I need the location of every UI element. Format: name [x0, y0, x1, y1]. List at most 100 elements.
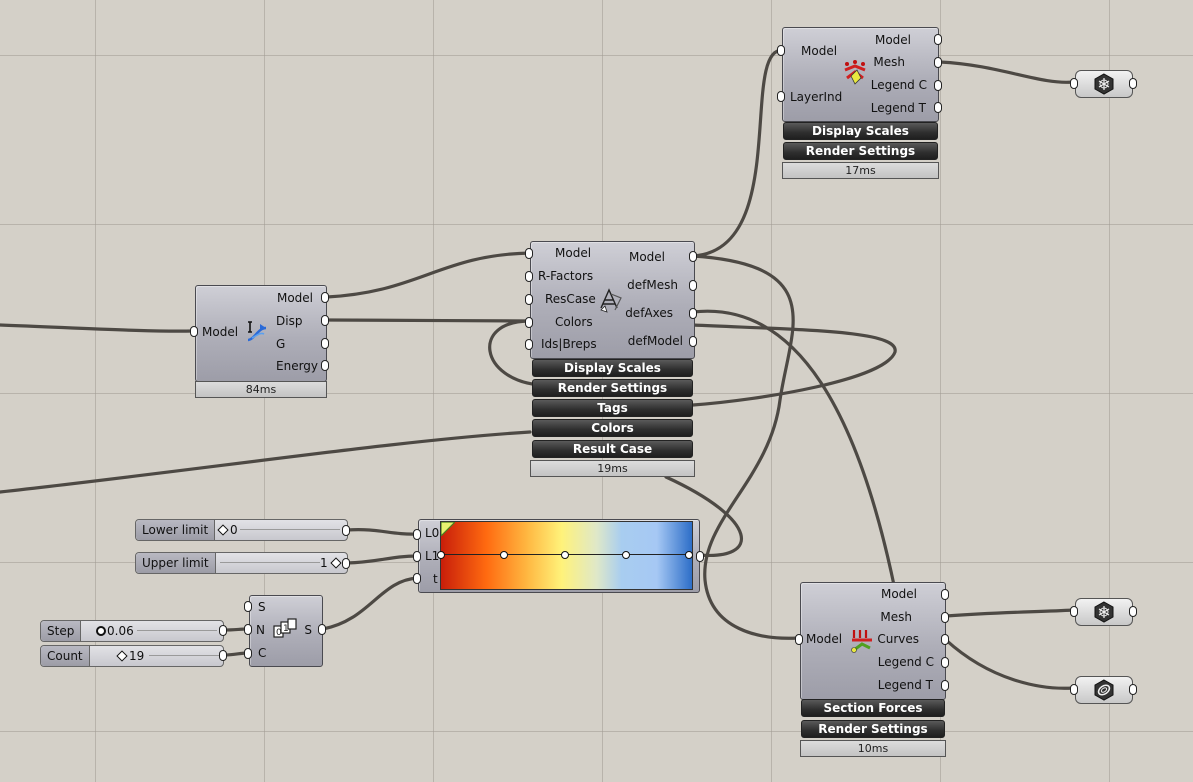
- wire[interactable]: [345, 528, 420, 536]
- preview-input-grip[interactable]: [1070, 606, 1078, 617]
- preview-output-grip[interactable]: [1129, 684, 1137, 695]
- lower-limit-output-grip[interactable]: [342, 525, 350, 536]
- gradient-input-grip[interactable]: [413, 551, 421, 562]
- beam-view-output-grip[interactable]: [941, 589, 949, 600]
- analysis-output-grip[interactable]: [321, 292, 329, 303]
- wire[interactable]: [944, 638, 1075, 690]
- lower-limit-slider[interactable]: Lower limit 0: [135, 519, 348, 541]
- gradient-control-point[interactable]: [622, 551, 630, 559]
- model-view-result-case-button[interactable]: Result Case: [532, 440, 693, 458]
- wire[interactable]: [0, 430, 532, 494]
- preview-output-grip[interactable]: [1129, 606, 1137, 617]
- beam-view-output-mesh: Mesh: [880, 610, 912, 624]
- upper-limit-slider[interactable]: Upper limit 1: [135, 552, 348, 574]
- series-input-c: C: [258, 646, 267, 660]
- beam-mesh-preview[interactable]: [1075, 598, 1133, 626]
- model-view-input-grip[interactable]: [525, 339, 533, 350]
- gradient-control-point[interactable]: [561, 551, 569, 559]
- beam-view-output-grip[interactable]: [941, 657, 949, 668]
- analysis-output-grip[interactable]: [321, 360, 329, 371]
- model-view-input-grip[interactable]: [525, 294, 533, 305]
- wire[interactable]: [691, 323, 897, 407]
- wire[interactable]: [325, 318, 532, 323]
- model-view-input-grip[interactable]: [525, 317, 533, 328]
- step-slider[interactable]: Step 0.06: [40, 620, 224, 642]
- slider-knob[interactable]: [116, 650, 128, 662]
- wire[interactable]: [345, 554, 420, 565]
- slider-knob[interactable]: [96, 626, 106, 636]
- shell-view-component[interactable]: Model LayerInd Model Mesh Legend C Legen…: [782, 27, 939, 122]
- step-output-grip[interactable]: [219, 625, 227, 636]
- gradient-control-point[interactable]: [500, 551, 508, 559]
- analysis-output-grip[interactable]: [321, 338, 329, 349]
- model-view-colors-button[interactable]: Colors: [532, 419, 693, 437]
- model-view-display-scales-button[interactable]: Display Scales: [532, 359, 693, 377]
- slider-track[interactable]: [220, 562, 320, 563]
- wire[interactable]: [944, 608, 1075, 618]
- model-view-input-grip[interactable]: [525, 271, 533, 282]
- shell-mesh-preview[interactable]: [1075, 70, 1133, 98]
- beam-view-render-settings-button[interactable]: Render Settings: [801, 720, 945, 738]
- series-input-grip[interactable]: [244, 601, 252, 612]
- model-view-component[interactable]: Model R-Factors ResCase Colors Ids|Breps…: [530, 241, 695, 359]
- preview-output-grip[interactable]: [1129, 78, 1137, 89]
- series-input-grip[interactable]: [244, 648, 252, 659]
- wire[interactable]: [691, 254, 800, 640]
- shell-view-output-grip[interactable]: [934, 80, 942, 91]
- gradient-control-point[interactable]: [685, 551, 693, 559]
- slider-knob[interactable]: [217, 524, 229, 536]
- model-view-output-grip[interactable]: [689, 308, 697, 319]
- shell-view-output-grip[interactable]: [934, 34, 942, 45]
- wire[interactable]: [0, 323, 195, 333]
- gradient-input-grip[interactable]: [413, 573, 421, 584]
- model-view-render-settings-button[interactable]: Render Settings: [532, 379, 693, 397]
- beam-view-input-model: Model: [806, 632, 843, 646]
- shell-view-timing: 17ms: [782, 162, 939, 179]
- gradient-output-grip[interactable]: [696, 551, 704, 562]
- model-view-output-grip[interactable]: [689, 280, 697, 291]
- upper-limit-output-grip[interactable]: [342, 558, 350, 569]
- wire[interactable]: [691, 309, 897, 592]
- count-output-grip[interactable]: [219, 650, 227, 661]
- gradient-input-grip[interactable]: [413, 529, 421, 540]
- shell-view-input-grip[interactable]: [777, 45, 785, 56]
- slider-knob[interactable]: [330, 557, 342, 569]
- shell-view-render-settings-button[interactable]: Render Settings: [783, 142, 938, 160]
- model-view-input-grip[interactable]: [525, 248, 533, 259]
- analysis-output-grip[interactable]: [321, 315, 329, 326]
- wire[interactable]: [321, 576, 420, 631]
- beam-view-output-grip[interactable]: [941, 634, 949, 645]
- beam-view-output-grip[interactable]: [941, 680, 949, 691]
- model-view-output-grip[interactable]: [689, 251, 697, 262]
- slider-track[interactable]: [240, 529, 340, 530]
- model-view-output-grip[interactable]: [689, 336, 697, 347]
- beam-view-section-forces-button[interactable]: Section Forces: [801, 699, 945, 717]
- series-output-grip[interactable]: [318, 624, 326, 635]
- wire[interactable]: [691, 48, 784, 258]
- analysis-component[interactable]: Model Model Disp G Energy: [195, 285, 327, 382]
- wire[interactable]: [325, 251, 532, 299]
- series-component[interactable]: S N C S 0 1: [249, 595, 323, 667]
- preview-input-grip[interactable]: [1070, 684, 1078, 695]
- slider-track[interactable]: [149, 655, 219, 656]
- model-view-tags-button[interactable]: Tags: [532, 399, 693, 417]
- beam-view-component[interactable]: Model Model Mesh Curves Legend C Legend …: [800, 582, 946, 700]
- gradient-corner-icon: [441, 522, 455, 536]
- shell-view-output-grip[interactable]: [934, 102, 942, 113]
- beam-view-input-grip[interactable]: [795, 634, 803, 645]
- gradient-input-l1: L1: [425, 549, 440, 563]
- shell-view-display-scales-button[interactable]: Display Scales: [783, 122, 938, 140]
- analysis-input-grip[interactable]: [190, 326, 198, 337]
- gradient-control-point[interactable]: [437, 551, 445, 559]
- wire[interactable]: [938, 60, 1075, 84]
- count-slider[interactable]: Count 19: [40, 645, 224, 667]
- shell-view-output-model: Model: [874, 33, 911, 47]
- series-input-grip[interactable]: [244, 624, 252, 635]
- beam-curves-preview[interactable]: [1075, 676, 1133, 704]
- beam-view-output-grip[interactable]: [941, 612, 949, 623]
- preview-input-grip[interactable]: [1070, 78, 1078, 89]
- model-view-input-rescase: ResCase: [545, 292, 596, 306]
- shell-view-input-grip[interactable]: [777, 91, 785, 102]
- slider-track[interactable]: [137, 630, 217, 631]
- shell-view-output-grip[interactable]: [934, 57, 942, 68]
